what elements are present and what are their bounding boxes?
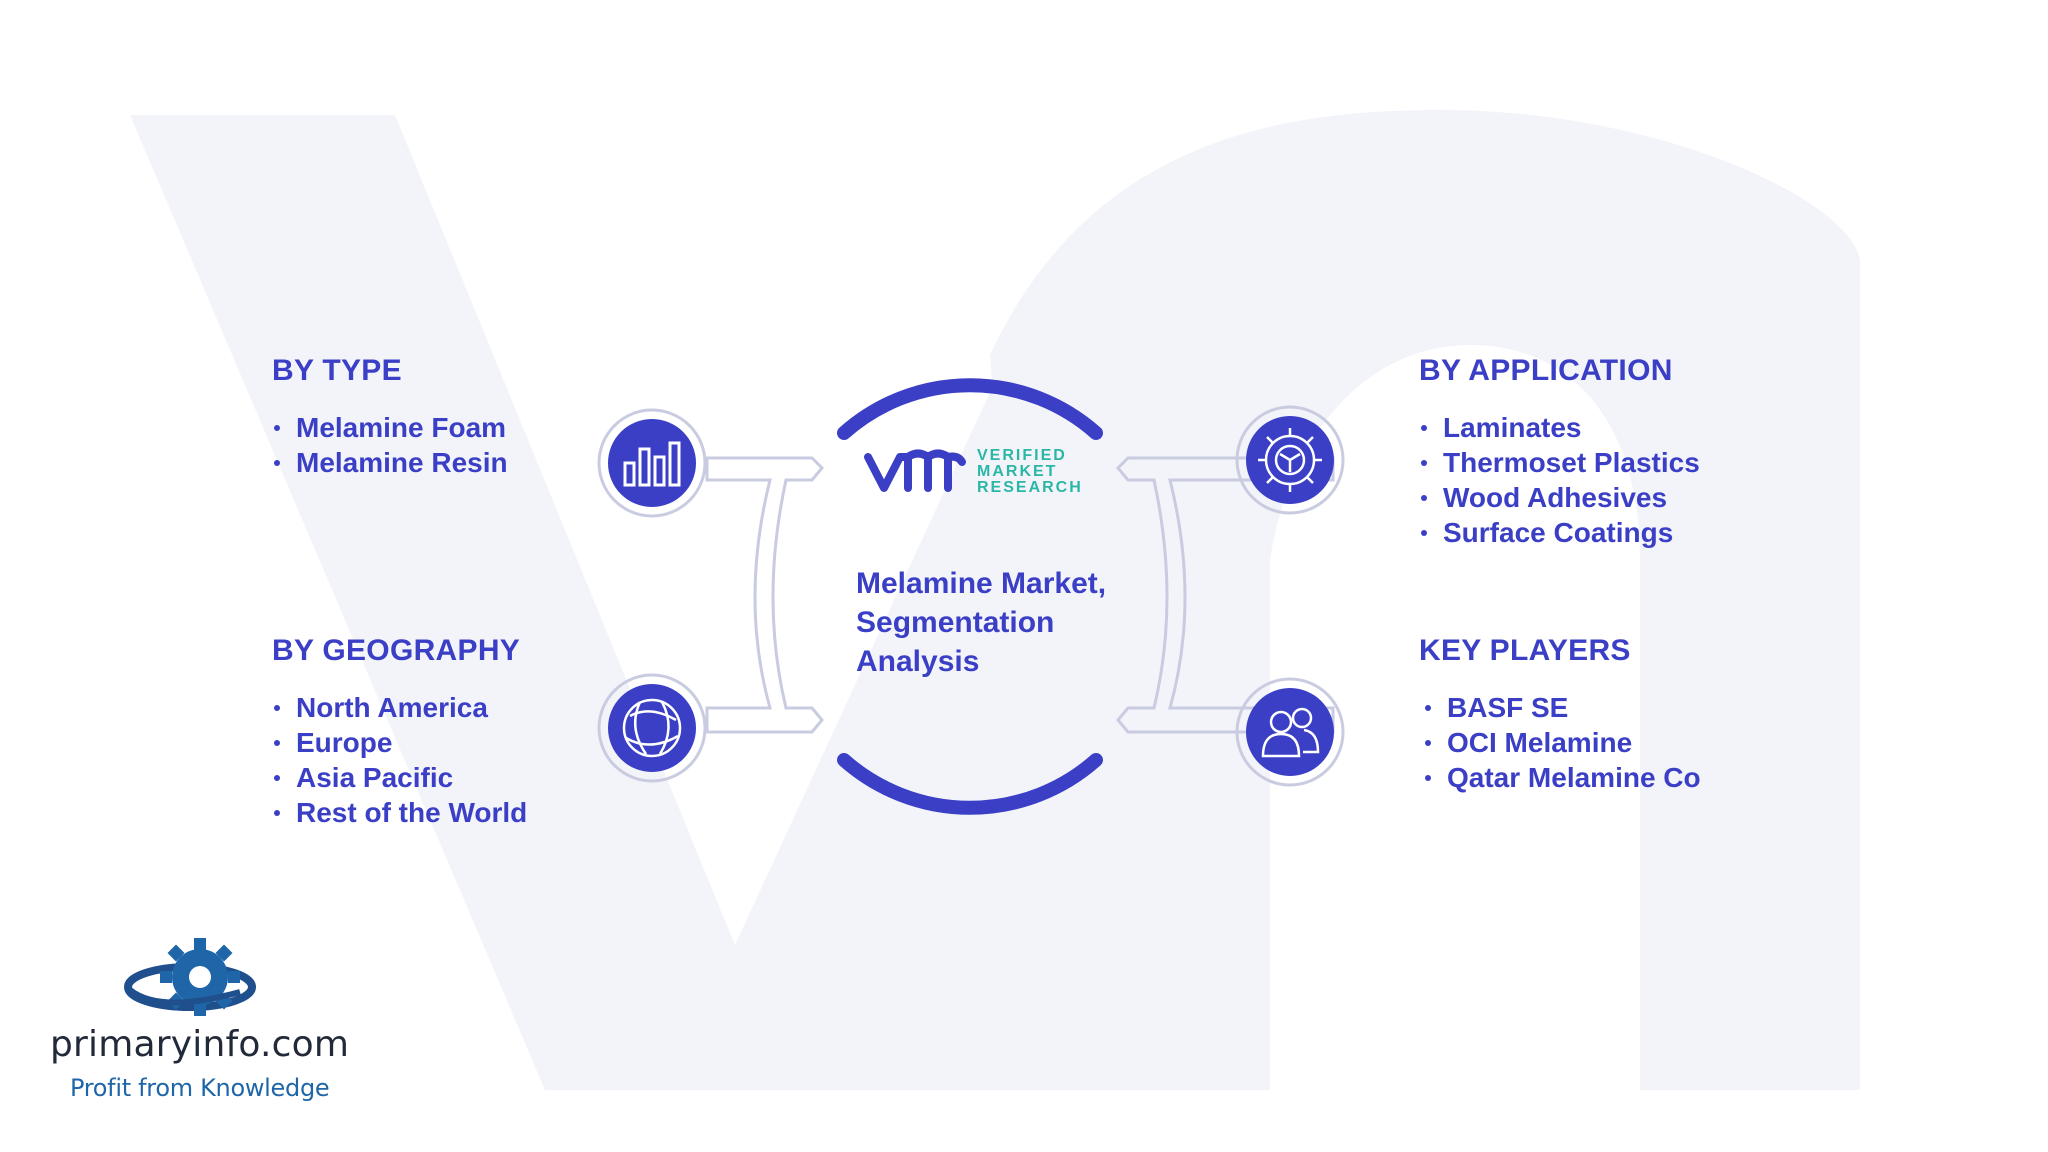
list-item: Qatar Melamine Co xyxy=(1423,760,1707,795)
hub-arc-bottom xyxy=(837,753,1103,815)
segment-title: BY GEOGRAPHY xyxy=(272,634,521,667)
gear-icon xyxy=(1246,416,1334,504)
center-title: Melamine Market, Segmentation Analysis xyxy=(856,564,1176,681)
vmr-logo-icon xyxy=(864,449,966,492)
list-item: Europe xyxy=(272,725,527,760)
connector-right xyxy=(1115,456,1335,734)
list-item: Melamine Foam xyxy=(272,410,508,445)
hub-arc-top xyxy=(837,378,1103,440)
segment-list: Laminates Thermoset Plastics Wood Adhesi… xyxy=(1419,410,1700,550)
segment-title: KEY PLAYERS xyxy=(1419,634,1631,667)
segment-list: North America Europe Asia Pacific Rest o… xyxy=(272,690,527,830)
list-item: OCI Melamine xyxy=(1423,725,1707,760)
segment-by-application: BY APPLICATION Laminates Thermoset Plast… xyxy=(1419,354,1700,550)
brand-line: MARKET xyxy=(977,463,1058,480)
list-item: Wood Adhesives xyxy=(1419,480,1700,515)
brand-line: VERIFIED xyxy=(977,447,1067,464)
segment-list: Melamine Foam Melamine Resin xyxy=(272,410,508,480)
segment-key-players: KEY PLAYERS BASF SE OCI Melamine Qatar M… xyxy=(1419,634,1707,795)
list-item: Laminates xyxy=(1419,410,1700,445)
list-item: Rest of the World xyxy=(272,795,527,830)
segment-by-geography: BY GEOGRAPHY North America Europe Asia P… xyxy=(272,634,527,830)
primaryinfo-logo-icon xyxy=(124,938,256,1016)
bar-chart-icon xyxy=(608,419,696,507)
center-title-line: Melamine Market, xyxy=(856,567,1107,600)
list-item: Thermoset Plastics xyxy=(1419,445,1700,480)
footer-site: primaryinfo.com xyxy=(50,1024,350,1065)
footer-tagline: Profit from Knowledge xyxy=(70,1074,330,1102)
segment-by-type: BY TYPE Melamine Foam Melamine Resin xyxy=(272,354,508,480)
center-title-line: Segmentation xyxy=(856,606,1055,639)
list-item: BASF SE xyxy=(1423,690,1707,725)
users-icon xyxy=(1246,688,1334,776)
globe-icon xyxy=(608,684,696,772)
segment-title: BY TYPE xyxy=(272,354,402,387)
center-title-line: Analysis xyxy=(856,645,980,678)
list-item: Melamine Resin xyxy=(272,445,508,480)
list-item: Asia Pacific xyxy=(272,760,527,795)
list-item: Surface Coatings xyxy=(1419,515,1700,550)
list-item: North America xyxy=(272,690,527,725)
brand-line: RESEARCH xyxy=(977,479,1083,496)
segment-list: BASF SE OCI Melamine Qatar Melamine Co xyxy=(1423,690,1707,795)
connector-left xyxy=(705,456,825,734)
segment-title: BY APPLICATION xyxy=(1419,354,1673,387)
